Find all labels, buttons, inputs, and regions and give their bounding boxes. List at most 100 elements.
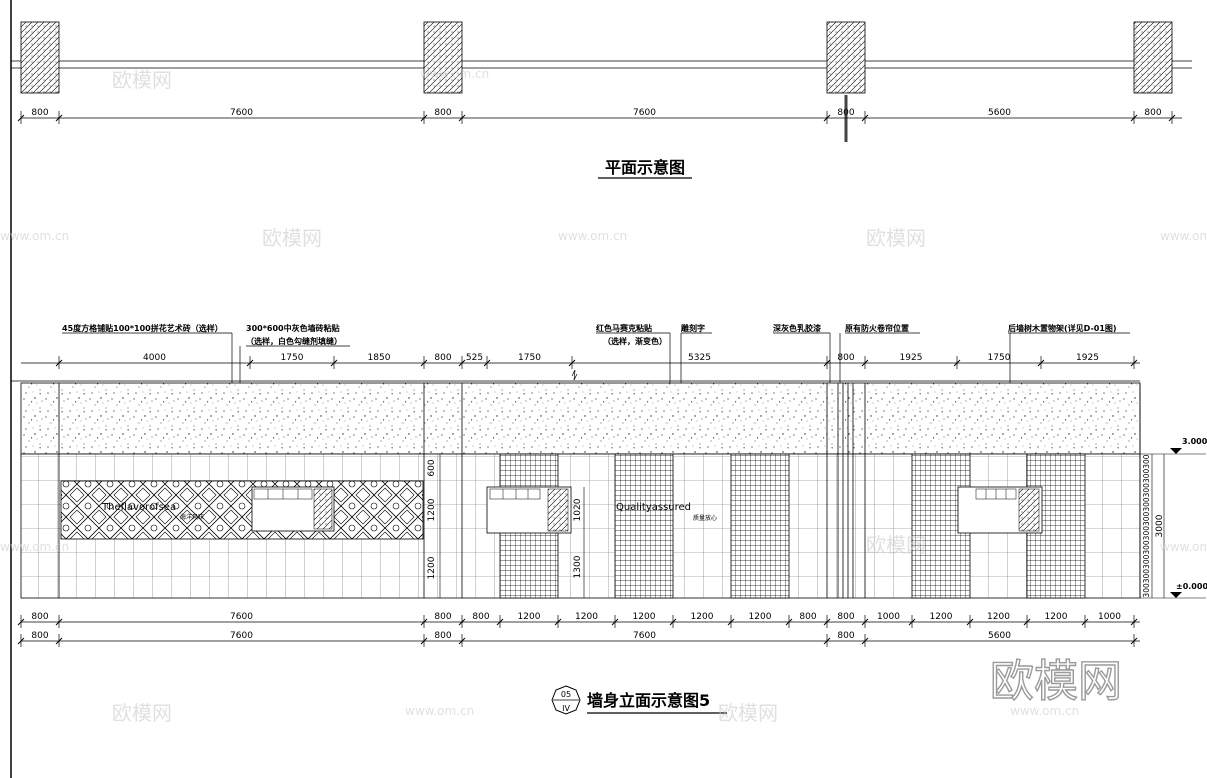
dimension-label: 1750	[988, 353, 1011, 363]
dimension-slash	[823, 618, 831, 626]
dimension-label: 7600	[633, 631, 656, 641]
dimension-slash	[669, 618, 677, 626]
svg-text:3.000: 3.000	[1182, 437, 1207, 446]
dimension-label: 7600	[230, 631, 253, 641]
elevation-view: 45度方格铺贴100*100拼花艺术砖（选样） 300*600中灰色墙砖粘贴 （…	[11, 323, 1207, 715]
mid-vertical-dimension: 1020 1300	[573, 487, 585, 598]
level-marker-top: 3.000	[1170, 437, 1207, 454]
dimension-slash	[554, 618, 562, 626]
watermark-url: www.om.cn	[1010, 704, 1079, 718]
elevation-title: 墙身立面示意图5	[587, 691, 710, 710]
dimension-slash	[420, 637, 428, 645]
annotation-wall-tile: 300*600中灰色墙砖粘贴	[246, 323, 340, 333]
plan-column	[1133, 21, 1173, 94]
dimension-slash	[1168, 114, 1176, 122]
plan-column	[423, 21, 463, 94]
dimension-slash	[496, 618, 504, 626]
svg-text:3000: 3000	[1155, 514, 1165, 537]
dimension-label: 800	[837, 108, 854, 118]
dimension-slash	[823, 637, 831, 645]
dimension-label: 1000	[1098, 612, 1121, 622]
annotation-wall-tile-note: （选样，白色勾缝剂填缝）	[246, 336, 342, 346]
plan-column	[826, 21, 866, 94]
watermark-url: www.om.cn	[0, 540, 69, 554]
dimension-label: 800	[837, 612, 854, 622]
dimension-slash	[17, 618, 25, 626]
dimension-label: 1850	[368, 353, 391, 363]
watermark-brand: 欧模网	[718, 701, 778, 725]
dimension-label: 1925	[900, 353, 923, 363]
annotation-fire-shutter: 原有防火卷帘位置	[845, 323, 909, 333]
plan-column	[20, 21, 60, 94]
dimension-slash	[611, 618, 619, 626]
annotation-mosaic-note: （选样，渐变色）	[603, 336, 667, 346]
dimension-label: 1200	[930, 612, 953, 622]
plan-title: 平面示意图	[605, 158, 685, 177]
watermark-url: www.om.cn	[405, 704, 474, 718]
dimension-slash	[1130, 359, 1138, 367]
carved-text-english: Qualityassured	[616, 502, 691, 513]
column-separators	[58, 383, 1141, 598]
level-marker-bottom: ±0.000	[1170, 582, 1207, 598]
svg-text:600: 600	[427, 459, 437, 476]
watermark-url: www.om.cn	[0, 229, 69, 243]
dimension-label: 5600	[988, 631, 1011, 641]
dimension-slash	[861, 114, 869, 122]
dimension-label: 7600	[230, 108, 253, 118]
watermark-url: www.om.cn	[420, 67, 489, 81]
dimension-label: 5325	[688, 353, 711, 363]
dimension-slash	[785, 618, 793, 626]
dimension-slash	[420, 114, 428, 122]
watermark-brand: 欧模网	[866, 533, 926, 557]
mosaic-strip	[730, 453, 790, 599]
watermark-brand-large: 欧模网	[990, 656, 1122, 707]
dimension-label: 1200	[518, 612, 541, 622]
svg-text:1020: 1020	[573, 498, 583, 521]
dimension-label: 7600	[633, 108, 656, 118]
watermark-brand: 欧模网	[262, 226, 322, 250]
dimension-slash	[1081, 618, 1089, 626]
dimension-slash	[17, 637, 25, 645]
dimension-label: 7600	[230, 612, 253, 622]
dimension-label: 4000	[143, 353, 166, 363]
dimension-slash	[420, 618, 428, 626]
dimension-label: 1750	[518, 353, 541, 363]
watermark-brand: 欧模网	[112, 68, 172, 92]
ceiling-band	[20, 382, 1141, 455]
dimension-slash	[55, 637, 63, 645]
dimension-slash	[966, 618, 974, 626]
art-text-english: Theflavorofsea	[101, 502, 176, 513]
dimension-label: 800	[434, 108, 451, 118]
dimension-label: 800	[837, 353, 854, 363]
svg-text:IV: IV	[562, 704, 570, 713]
annotation-carved-text: 雕刻字	[681, 323, 705, 333]
dimension-label: 800	[434, 353, 451, 363]
dimension-slash	[1023, 618, 1031, 626]
svg-text:±0.000: ±0.000	[1176, 582, 1207, 591]
dimension-slash	[1037, 359, 1045, 367]
annotation-art-tile: 45度方格铺贴100*100拼花艺术砖（选样）	[62, 323, 223, 333]
dimension-label: 1000	[877, 612, 900, 622]
svg-text:1200: 1200	[427, 556, 437, 579]
svg-text:1300: 1300	[573, 555, 583, 578]
dimension-label: 525	[466, 353, 483, 363]
art-text-chinese: 海洋风味	[180, 513, 204, 521]
dimension-slash	[55, 618, 63, 626]
svg-text:1200: 1200	[427, 498, 437, 521]
dimension-slash	[55, 114, 63, 122]
watermarks: 欧模网 www.om.cn 欧模网 www.om.cn 欧模网 www.om.c…	[0, 67, 1207, 725]
watermark-brand: 欧模网	[112, 701, 172, 725]
dimension-slash	[861, 359, 869, 367]
dimension-slash	[953, 359, 961, 367]
dimension-label: 1200	[1045, 612, 1068, 622]
dimension-slash	[823, 114, 831, 122]
dimension-slash	[1130, 618, 1138, 626]
dimension-slash	[908, 618, 916, 626]
dimension-label: 1200	[987, 612, 1010, 622]
dimension-slash	[458, 637, 466, 645]
left-vertical-dimension: 600 1200 1200	[427, 454, 441, 598]
